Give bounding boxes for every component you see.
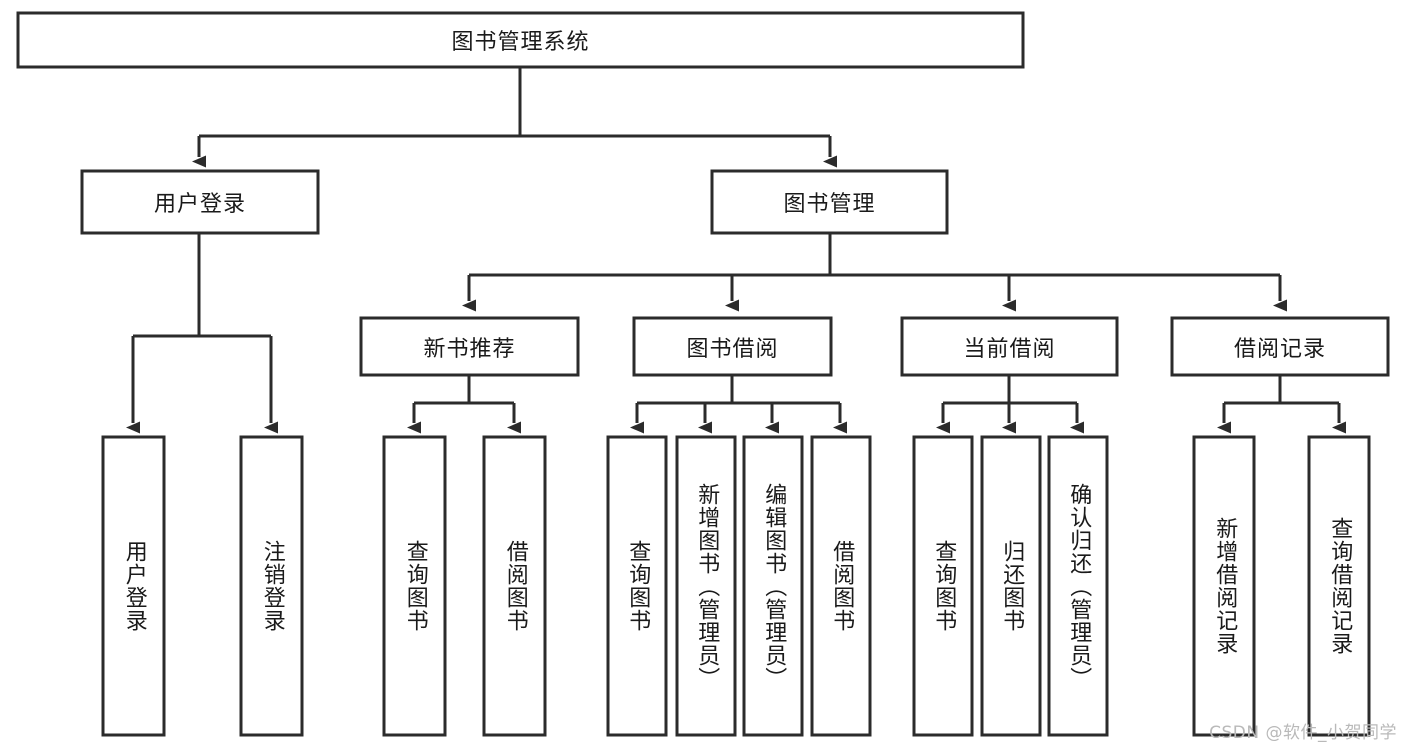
leaf-box-book-borrow-1[interactable] [675,435,737,737]
leaf-box-borrow-record-0[interactable] [1192,435,1256,737]
node-new-book-recommend[interactable] [359,316,580,377]
connector-borrowrecord-to-leaves [1217,375,1346,434]
connector-bookmgmt-to-level3 [462,233,1287,312]
node-root[interactable] [16,11,1025,69]
connector-userlogin-to-leaves [126,233,278,434]
leaf-box-new-book-1[interactable] [482,435,547,737]
node-book-management[interactable] [710,169,949,235]
leaf-box-new-book-0[interactable] [382,435,447,737]
leaf-box-borrow-record-1[interactable] [1307,435,1371,737]
leaf-box-user-login-0[interactable] [101,435,166,737]
connector-root-to-level2 [192,67,837,168]
node-book-borrow[interactable] [632,316,833,377]
leaf-box-book-borrow-2[interactable] [742,435,804,737]
node-current-borrow[interactable] [900,316,1119,377]
connector-currentborrow-to-leaves [936,375,1084,434]
leaf-box-current-borrow-0[interactable] [912,435,974,737]
node-borrow-record[interactable] [1170,316,1390,377]
leaf-box-current-borrow-1[interactable] [980,435,1042,737]
connector-bookborrow-to-leaves [630,375,847,434]
node-user-login[interactable] [80,169,320,235]
leaf-box-current-borrow-2[interactable] [1047,435,1109,737]
leaf-box-user-login-1[interactable] [239,435,304,737]
leaf-box-book-borrow-3[interactable] [810,435,872,737]
leaf-box-book-borrow-0[interactable] [606,435,668,737]
connector-newbook-to-leaves [407,375,521,434]
